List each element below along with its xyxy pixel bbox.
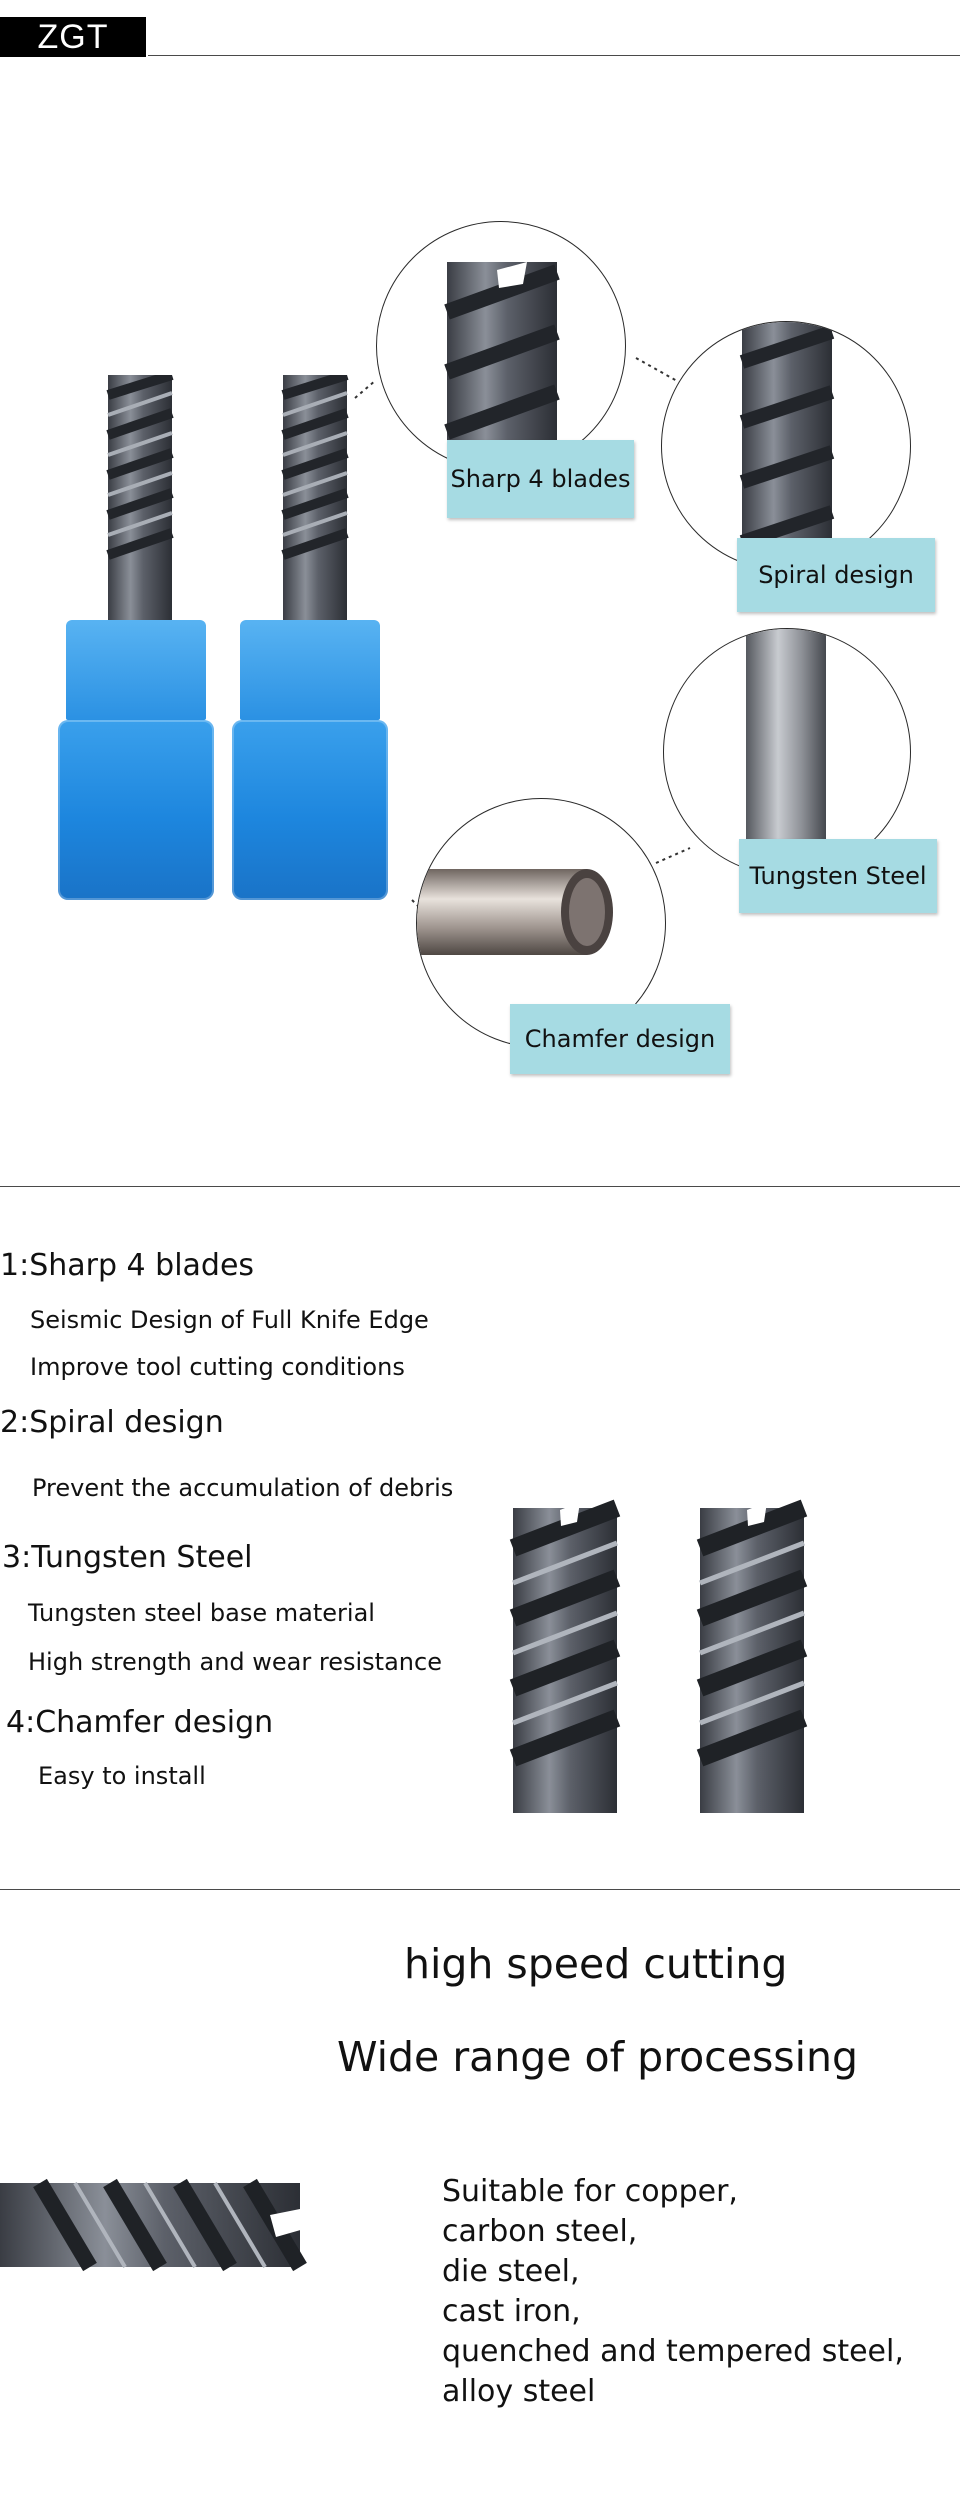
feature-line: Easy to install [38, 1762, 206, 1790]
material-item: Suitable for copper, [442, 2174, 738, 2209]
holder-cap-left [66, 620, 206, 720]
zoom-circle-spiral [661, 321, 911, 571]
end-mill-closeup-2 [696, 1499, 808, 1813]
callout-label-chamfer: Chamfer design [510, 1004, 730, 1074]
feature-line: Prevent the accumulation of debris [32, 1474, 454, 1502]
feature-line: High strength and wear resistance [28, 1648, 442, 1676]
material-item: carbon steel, [442, 2214, 638, 2249]
callout-label-blades: Sharp 4 blades [447, 440, 634, 518]
callout-label-tungsten: Tungsten Steel [739, 839, 937, 913]
section-divider-1 [0, 1186, 960, 1187]
heading-wide-range: Wide range of processing [337, 2033, 859, 2081]
blue-holder-right [232, 720, 388, 900]
feature-title-spiral: 2:Spiral design [0, 1405, 224, 1440]
material-item: cast iron, [442, 2294, 581, 2329]
feature-title-tungsten: 3:Tungsten Steel [2, 1540, 253, 1575]
feature-line: Tungsten steel base material [28, 1599, 375, 1627]
feature-line: Improve tool cutting conditions [30, 1353, 405, 1381]
material-item: quenched and tempered steel, [442, 2334, 904, 2369]
heading-high-speed: high speed cutting [404, 1940, 788, 1988]
holder-cap-right [240, 620, 380, 720]
brand-logo: ZGT [0, 17, 146, 57]
material-item: die steel, [442, 2254, 580, 2289]
end-mill-image-left [106, 375, 174, 645]
end-mill-closeup-1 [509, 1499, 621, 1813]
zoom-circle-blades [376, 221, 626, 471]
material-item: alloy steel [442, 2374, 596, 2409]
feature-title-blades: 1:Sharp 4 blades [0, 1248, 255, 1283]
product-illustration: Sharp 4 blades Spiral design Tungsten St… [0, 200, 960, 1100]
header-divider [148, 55, 960, 56]
feature-line: Seismic Design of Full Knife Edge [30, 1306, 429, 1334]
zoom-circle-tungsten [663, 628, 911, 876]
section-divider-2 [0, 1889, 960, 1890]
materials-list: Suitable for copper, carbon steel, die s… [442, 2172, 904, 2412]
callout-label-spiral: Spiral design [737, 538, 935, 612]
feature-title-chamfer: 4:Chamfer design [6, 1705, 274, 1740]
blue-holder-left [58, 720, 214, 900]
end-mill-horizontal-image [0, 2178, 307, 2272]
